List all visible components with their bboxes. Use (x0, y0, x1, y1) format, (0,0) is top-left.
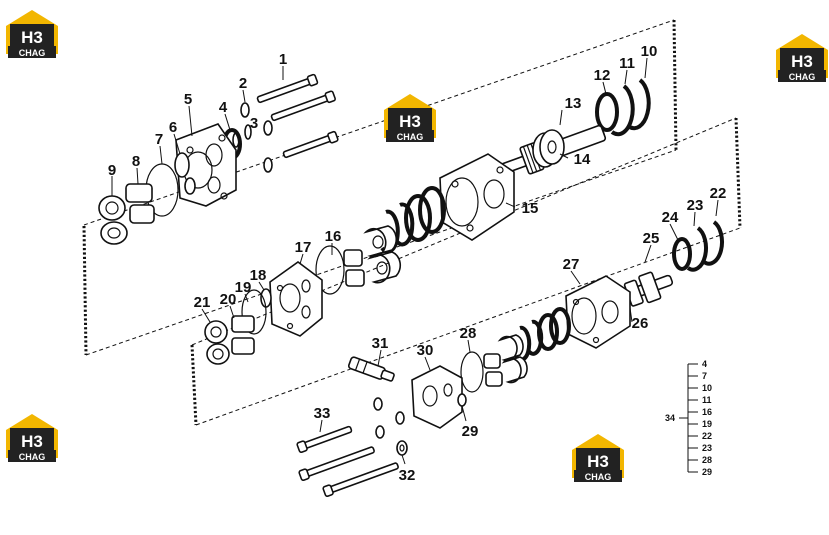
callout-33: 33 (314, 405, 331, 422)
housing-27 (565, 275, 631, 349)
retaining-rings-22-24 (672, 220, 724, 272)
callout-28: 28 (460, 325, 477, 342)
gear-14 (532, 129, 565, 168)
bolts-1 (256, 73, 339, 159)
kit-item-7: 7 (702, 371, 707, 381)
logo-word: CHAG (19, 452, 46, 462)
kit-item-19: 19 (702, 419, 712, 429)
callout-16: 16 (325, 228, 342, 245)
washers-32 (373, 397, 408, 456)
callout-21: 21 (194, 294, 211, 311)
callout-13: 13 (565, 95, 582, 112)
cover-17 (269, 261, 323, 337)
oring-28 (460, 351, 484, 393)
callout-22: 22 (710, 185, 727, 202)
kit-item-29: 29 (702, 467, 712, 477)
callout-20: 20 (220, 291, 237, 308)
bearings-8-9 (98, 183, 155, 245)
bearings-20-21 (204, 315, 255, 365)
watermark-logo-3: H3 CHAG (776, 34, 828, 82)
kit-list: 34 4 7 10 11 16 19 22 23 28 29 (665, 359, 712, 477)
callout-5: 5 (184, 91, 192, 108)
callout-29: 29 (462, 423, 479, 440)
bolts-33 (296, 425, 399, 497)
bearing-blocks-middle (483, 334, 528, 387)
callout-7: 7 (155, 131, 163, 148)
callout-32: 32 (399, 467, 416, 484)
logo-mark: H3 (791, 52, 813, 71)
callout-2: 2 (239, 75, 247, 92)
bushings-16 (315, 245, 365, 295)
callout-11: 11 (619, 55, 635, 72)
logo-word: CHAG (19, 48, 46, 58)
leader-lines (111, 57, 719, 465)
logo-mark: H3 (21, 28, 43, 47)
kit-item-16: 16 (702, 407, 712, 417)
callout-27: 27 (563, 256, 580, 273)
callout-10: 10 (641, 43, 658, 60)
housing-15 (439, 153, 515, 241)
callout-26: 26 (632, 315, 649, 332)
callout-30: 30 (417, 342, 434, 359)
kit-item-10: 10 (702, 383, 712, 393)
callout-18: 18 (250, 267, 267, 284)
callout-9: 9 (108, 162, 116, 179)
watermark-logo-1: H3 CHAG (6, 10, 58, 58)
kit-label: 34 (665, 413, 675, 423)
kit-item-28: 28 (702, 455, 712, 465)
retaining-rings-10-12 (595, 78, 651, 137)
callout-15: 15 (522, 200, 539, 217)
watermark-logo-2: H3 CHAG (384, 94, 436, 142)
seals-middle (514, 307, 571, 362)
watermark-logo-4: H3 CHAG (6, 414, 58, 462)
logo-word: CHAG (397, 132, 424, 142)
callout-12: 12 (594, 67, 611, 84)
logo-mark: H3 (399, 112, 421, 131)
oring-18-19 (241, 288, 272, 335)
valve-cover-30 (411, 365, 467, 429)
watermark-logo-5: H3 CHAG (572, 434, 624, 482)
callout-24: 24 (662, 209, 679, 226)
callout-6: 6 (169, 119, 177, 136)
oring-6-7 (145, 152, 196, 217)
callout-14: 14 (574, 151, 591, 168)
callout-23: 23 (687, 197, 704, 214)
callout-25: 25 (643, 230, 660, 247)
logo-word: CHAG (789, 72, 816, 82)
bearing-blocks-upper (363, 225, 402, 284)
logo-word: CHAG (585, 472, 612, 482)
logo-mark: H3 (587, 452, 609, 471)
kit-item-4: 4 (702, 359, 707, 369)
callout-4: 4 (219, 99, 228, 116)
callout-1: 1 (279, 51, 287, 68)
callout-19: 19 (235, 279, 252, 296)
callout-17: 17 (295, 239, 312, 256)
kit-item-11: 11 (702, 395, 712, 405)
callout-8: 8 (132, 153, 140, 170)
logo-mark: H3 (21, 432, 43, 451)
kit-item-22: 22 (702, 431, 712, 441)
kit-item-23: 23 (702, 443, 712, 453)
callout-31: 31 (372, 335, 389, 352)
callout-3: 3 (250, 115, 258, 132)
valve-31 (347, 356, 395, 382)
callout-labels: 1 2 3 4 5 6 7 8 9 10 11 12 13 14 15 16 1… (108, 43, 727, 484)
